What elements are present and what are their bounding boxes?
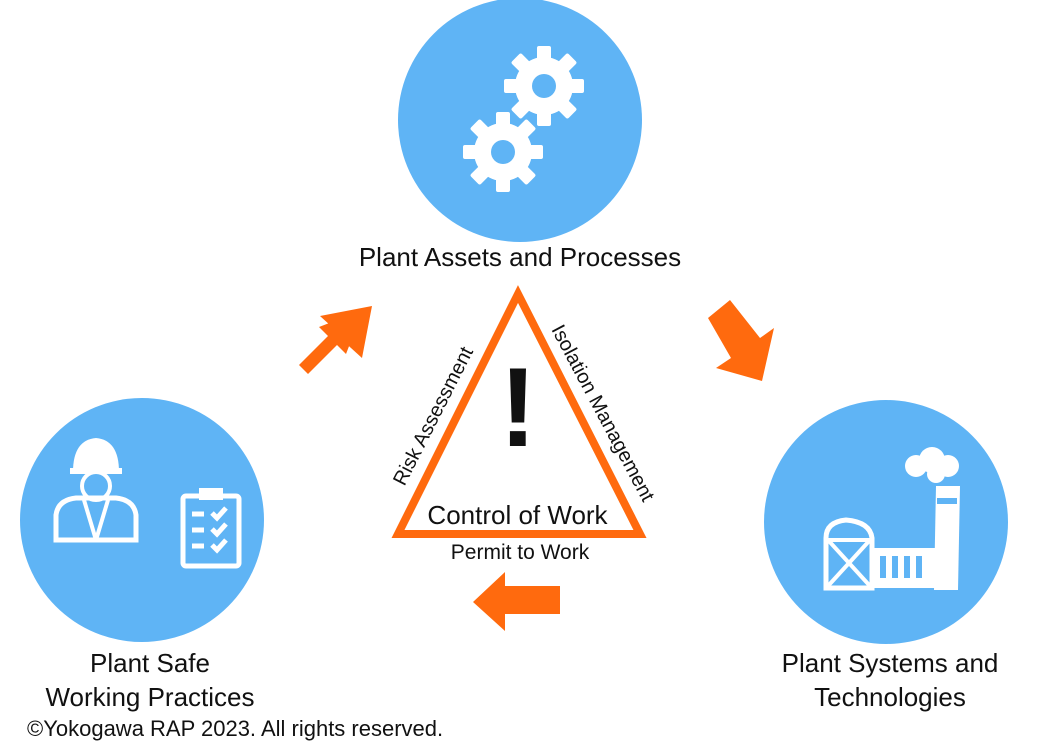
copyright-notice: ©Yokogawa RAP 2023. All rights reserved. <box>27 716 444 741</box>
arrow-top-to-right <box>708 300 774 381</box>
arrow-left-to-top <box>299 306 372 374</box>
left-node-label: Plant Safe Working Practices <box>0 646 300 714</box>
left-node-label-line1: Plant Safe <box>90 648 210 678</box>
control-of-work-title: Control of Work <box>427 500 608 530</box>
permit-to-work-label: Permit to Work <box>450 541 590 564</box>
right-node-circle <box>764 400 1008 644</box>
arrow-bottom-to-left <box>473 572 560 631</box>
exclamation-icon: ! <box>499 345 537 470</box>
left-node-label-line2: Working Practices <box>45 682 255 712</box>
top-node-label: Plant Assets and Processes <box>358 242 682 272</box>
gears-icon <box>463 46 584 192</box>
checklist-icon <box>180 488 242 569</box>
right-node-label: Plant Systems and Technologies <box>740 646 1040 714</box>
factory-icon <box>823 447 960 591</box>
top-node-circle <box>398 0 642 242</box>
right-node-label-line2: Technologies <box>814 682 966 712</box>
worker-icon <box>53 438 139 543</box>
control-triangle <box>391 285 647 538</box>
right-node-label-line1: Plant Systems and <box>781 648 999 678</box>
